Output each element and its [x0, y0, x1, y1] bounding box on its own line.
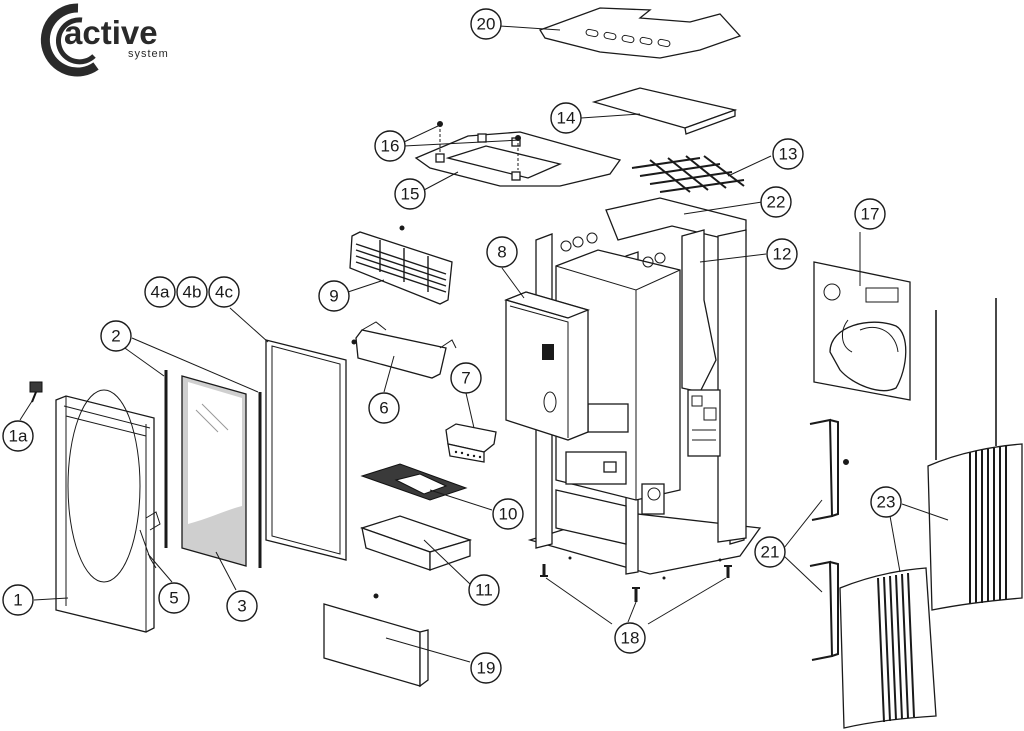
callout-label: 20: [477, 15, 496, 34]
part-bracket: [351, 321, 457, 379]
logo-swoosh-outer: [40, 3, 99, 77]
callout-label: 2: [111, 327, 120, 346]
part-hopper-lid: [504, 291, 590, 441]
part-side-panel-lower: [839, 567, 937, 729]
part-top-plate: [591, 87, 738, 135]
callout-13: 13: [772, 138, 804, 170]
callout-5: 5: [158, 582, 190, 614]
callout-label: 16: [381, 137, 400, 156]
callout-6: 6: [368, 392, 400, 424]
callout-label: 23: [877, 493, 896, 512]
callout-19: 19: [470, 652, 502, 684]
brand-logo: active system: [40, 3, 169, 77]
callout-label: 11: [475, 581, 493, 600]
callout-label: 1: [13, 591, 22, 610]
callout-label: 12: [773, 245, 792, 264]
callout-label: 10: [499, 505, 518, 524]
part-door: [55, 389, 155, 633]
callout-label: 21: [761, 543, 780, 562]
callout-8: 8: [486, 236, 518, 268]
callout-15: 15: [394, 178, 426, 210]
part-ash-pan: [359, 515, 473, 571]
callout-label: 6: [379, 399, 388, 418]
part-knob: [29, 381, 43, 403]
part-back-plate: [813, 261, 911, 401]
callout-3: 3: [226, 590, 258, 622]
part-burner-pot: [445, 423, 497, 463]
part-door-frame: [265, 339, 347, 561]
part-side-panel-upper: [927, 298, 1023, 611]
callout-17: 17: [854, 198, 886, 230]
callout-22: 22: [760, 186, 792, 218]
brand-name: active: [64, 14, 158, 51]
callout-label: 15: [401, 185, 420, 204]
callout-14: 14: [550, 102, 582, 134]
part-grid: [631, 155, 745, 193]
callout-21: 21: [754, 536, 786, 568]
callout-label: 17: [861, 205, 880, 224]
part-screws: [437, 121, 521, 170]
callout-label: 8: [497, 243, 506, 262]
callout-label: 7: [461, 369, 470, 388]
callout-7: 7: [450, 362, 482, 394]
callout-10: 10: [492, 498, 524, 530]
callout-label: 9: [329, 287, 338, 306]
callout-label: 4b: [183, 283, 202, 302]
callout-label: 1a: [9, 427, 28, 446]
part-grille: [349, 225, 453, 305]
callout-1a: 1a: [2, 420, 34, 452]
callout-label: 18: [621, 629, 640, 648]
callout-label: 13: [779, 145, 798, 164]
callout-11: 11: [468, 574, 500, 606]
callout-4c: 4c: [208, 276, 240, 308]
callout-4b: 4b: [176, 276, 208, 308]
part-lower-panel: [323, 593, 429, 688]
part-feet: [540, 564, 732, 602]
part-top-cover: [539, 7, 742, 59]
callout-label: 19: [477, 659, 496, 678]
callout-1: 1: [2, 584, 34, 616]
part-handle: [139, 511, 161, 569]
callout-label: 5: [169, 589, 178, 608]
brand-tagline: system: [128, 48, 169, 60]
callout-23: 23: [870, 486, 902, 518]
callout-16: 16: [374, 130, 406, 162]
callout-9: 9: [318, 280, 350, 312]
callout-2: 2: [100, 320, 132, 352]
callout-label: 4a: [151, 283, 170, 302]
part-side-brackets: [809, 418, 849, 661]
part-glass: [181, 375, 247, 567]
callout-20: 20: [470, 8, 502, 40]
callout-label: 14: [557, 109, 576, 128]
callout-4a: 4a: [144, 276, 176, 308]
callout-label: 3: [237, 597, 246, 616]
callout-18: 18: [614, 622, 646, 654]
callout-label: 4c: [215, 283, 233, 302]
part-ash-grate: [360, 463, 468, 501]
logo-swoosh-inner: [55, 17, 96, 65]
callout-label: 22: [767, 193, 786, 212]
leader-lines: [19, 25, 949, 663]
callout-12: 12: [766, 238, 798, 270]
